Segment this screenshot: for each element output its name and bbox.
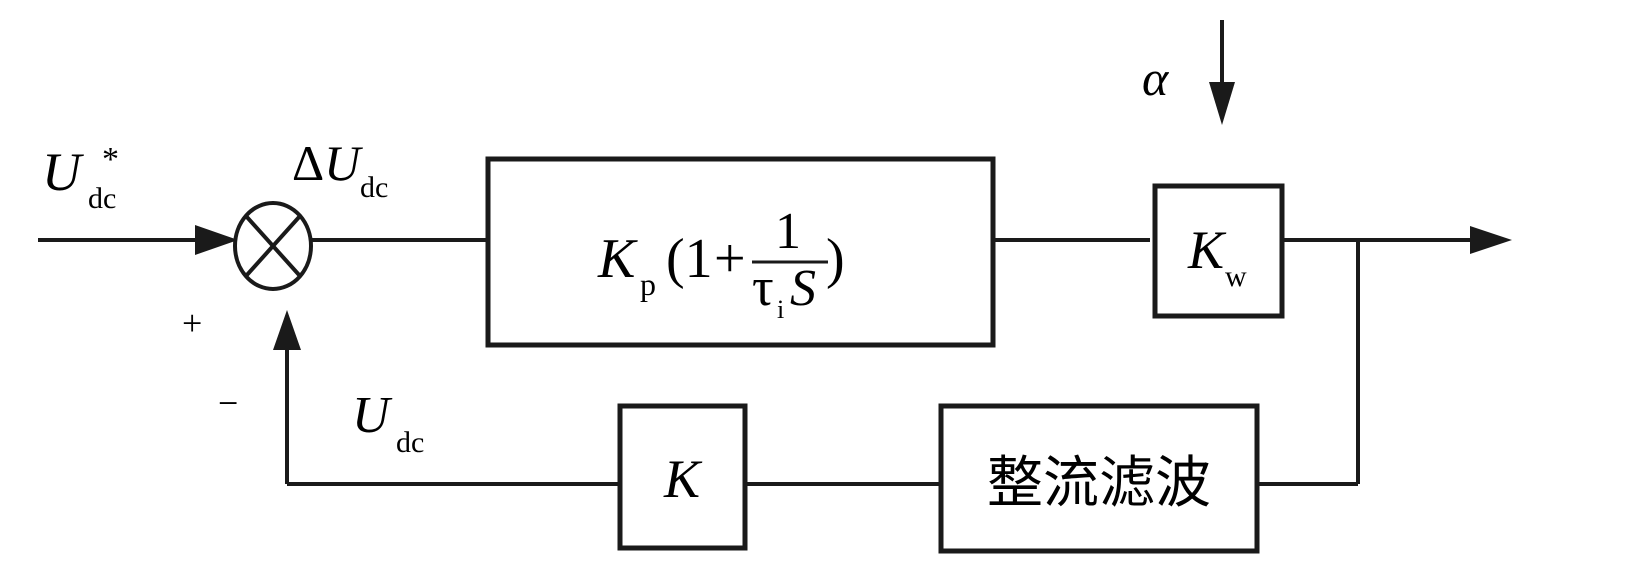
svg-text:): ) bbox=[826, 228, 845, 290]
svg-text:S: S bbox=[790, 260, 816, 317]
kw-gain-label: K bbox=[1187, 220, 1227, 280]
disturbance-label: α bbox=[1142, 50, 1170, 106]
k-gain-label: K bbox=[663, 449, 703, 509]
feedback-signal-label: U bbox=[352, 387, 393, 444]
svg-text:τ: τ bbox=[752, 257, 774, 317]
error-signal-label: ΔU bbox=[292, 135, 363, 191]
output-arrowhead bbox=[1470, 226, 1512, 254]
disturbance-arrowhead bbox=[1209, 82, 1235, 125]
kw-gain-block bbox=[1152, 183, 1285, 319]
input-arrowhead bbox=[195, 225, 238, 255]
feedback-arrowhead bbox=[273, 310, 301, 350]
summing-junction bbox=[233, 201, 313, 291]
reference-signal-subscript: dc bbox=[88, 182, 116, 215]
svg-text:p: p bbox=[640, 266, 656, 302]
minus-sign: − bbox=[218, 383, 238, 423]
feedback-signal-subscript: dc bbox=[396, 426, 424, 459]
pi-transfer-function: K p (1 + 1 τ i S ) bbox=[597, 203, 845, 324]
svg-text:1: 1 bbox=[775, 203, 801, 260]
svg-text:K: K bbox=[597, 228, 638, 290]
pi-controller-block bbox=[485, 156, 996, 348]
plus-sign: + bbox=[182, 303, 202, 343]
svg-text:(1: (1 bbox=[666, 228, 713, 290]
k-gain-block bbox=[617, 403, 748, 551]
rectifier-filter-label: 整流滤波 bbox=[987, 451, 1211, 516]
error-signal-subscript: dc bbox=[360, 171, 388, 204]
svg-text:+: + bbox=[714, 228, 746, 290]
reference-signal-superscript: * bbox=[102, 141, 119, 178]
reference-signal-label: U bbox=[42, 142, 84, 202]
rectifier-filter-block bbox=[938, 403, 1260, 554]
kw-gain-subscript: w bbox=[1225, 260, 1247, 293]
svg-text:i: i bbox=[777, 295, 784, 324]
